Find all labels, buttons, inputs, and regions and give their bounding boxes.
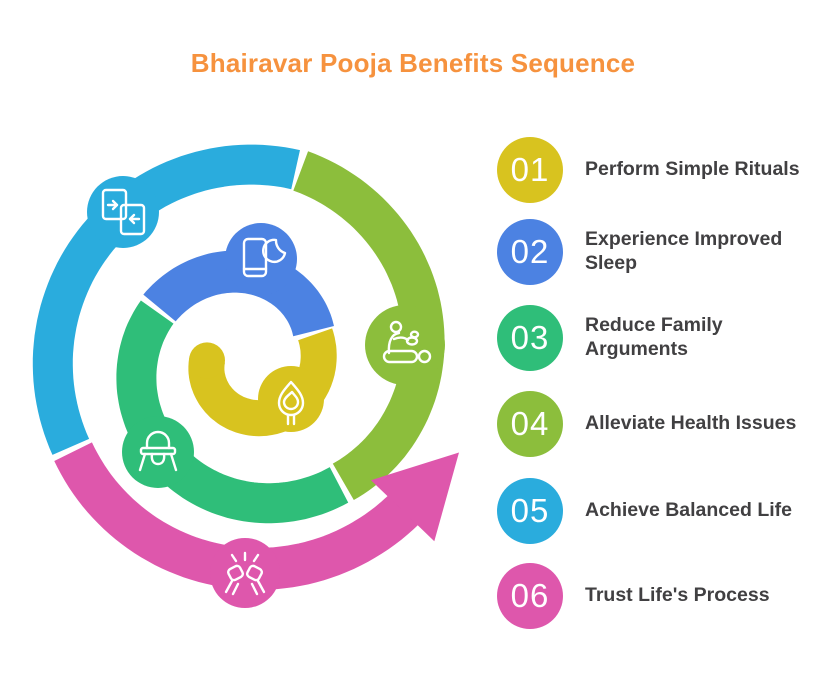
step-label: Trust Life's Process [585,584,770,607]
icon-node-massage [365,305,445,385]
step-label: Reduce Family Arguments [585,314,723,360]
list-item: 02 Experience Improved Sleep [497,219,782,285]
arrowhead-icon [371,452,459,542]
list-item: 05 Achieve Balanced Life [497,478,792,544]
step-label: Achieve Balanced Life [585,499,792,522]
icon-node-flame [258,366,324,432]
icon-node-sleep-phone [225,223,297,295]
icon-node-transfer [87,176,159,248]
list-item: 03 Reduce Family Arguments [497,305,723,371]
list-item: 06 Trust Life's Process [497,563,770,629]
flame-icon [277,380,305,426]
list-item: 04 Alleviate Health Issues [497,391,796,457]
step-badge: 02 [497,219,563,285]
step-badge: 06 [497,563,563,629]
spiral-segment-01 [188,328,337,437]
sleep-phone-icon [242,237,287,278]
step-badge: 03 [497,305,563,371]
highchair-icon [138,430,178,472]
step-label: Alleviate Health Issues [585,412,797,435]
page-title: Bhairavar Pooja Benefits Sequence [190,48,636,78]
transfer-icon [101,188,146,236]
fistbump-icon [224,551,266,596]
step-badge: 04 [497,391,563,457]
spiral-start-cap [189,342,225,379]
step-label: Perform Simple Rituals [585,158,800,181]
massage-icon [382,320,432,364]
step-label: Experience Improved Sleep [585,228,783,274]
list-item: 01 Perform Simple Rituals [497,137,800,203]
step-badge: 01 [497,137,563,203]
step-badge: 05 [497,478,563,544]
